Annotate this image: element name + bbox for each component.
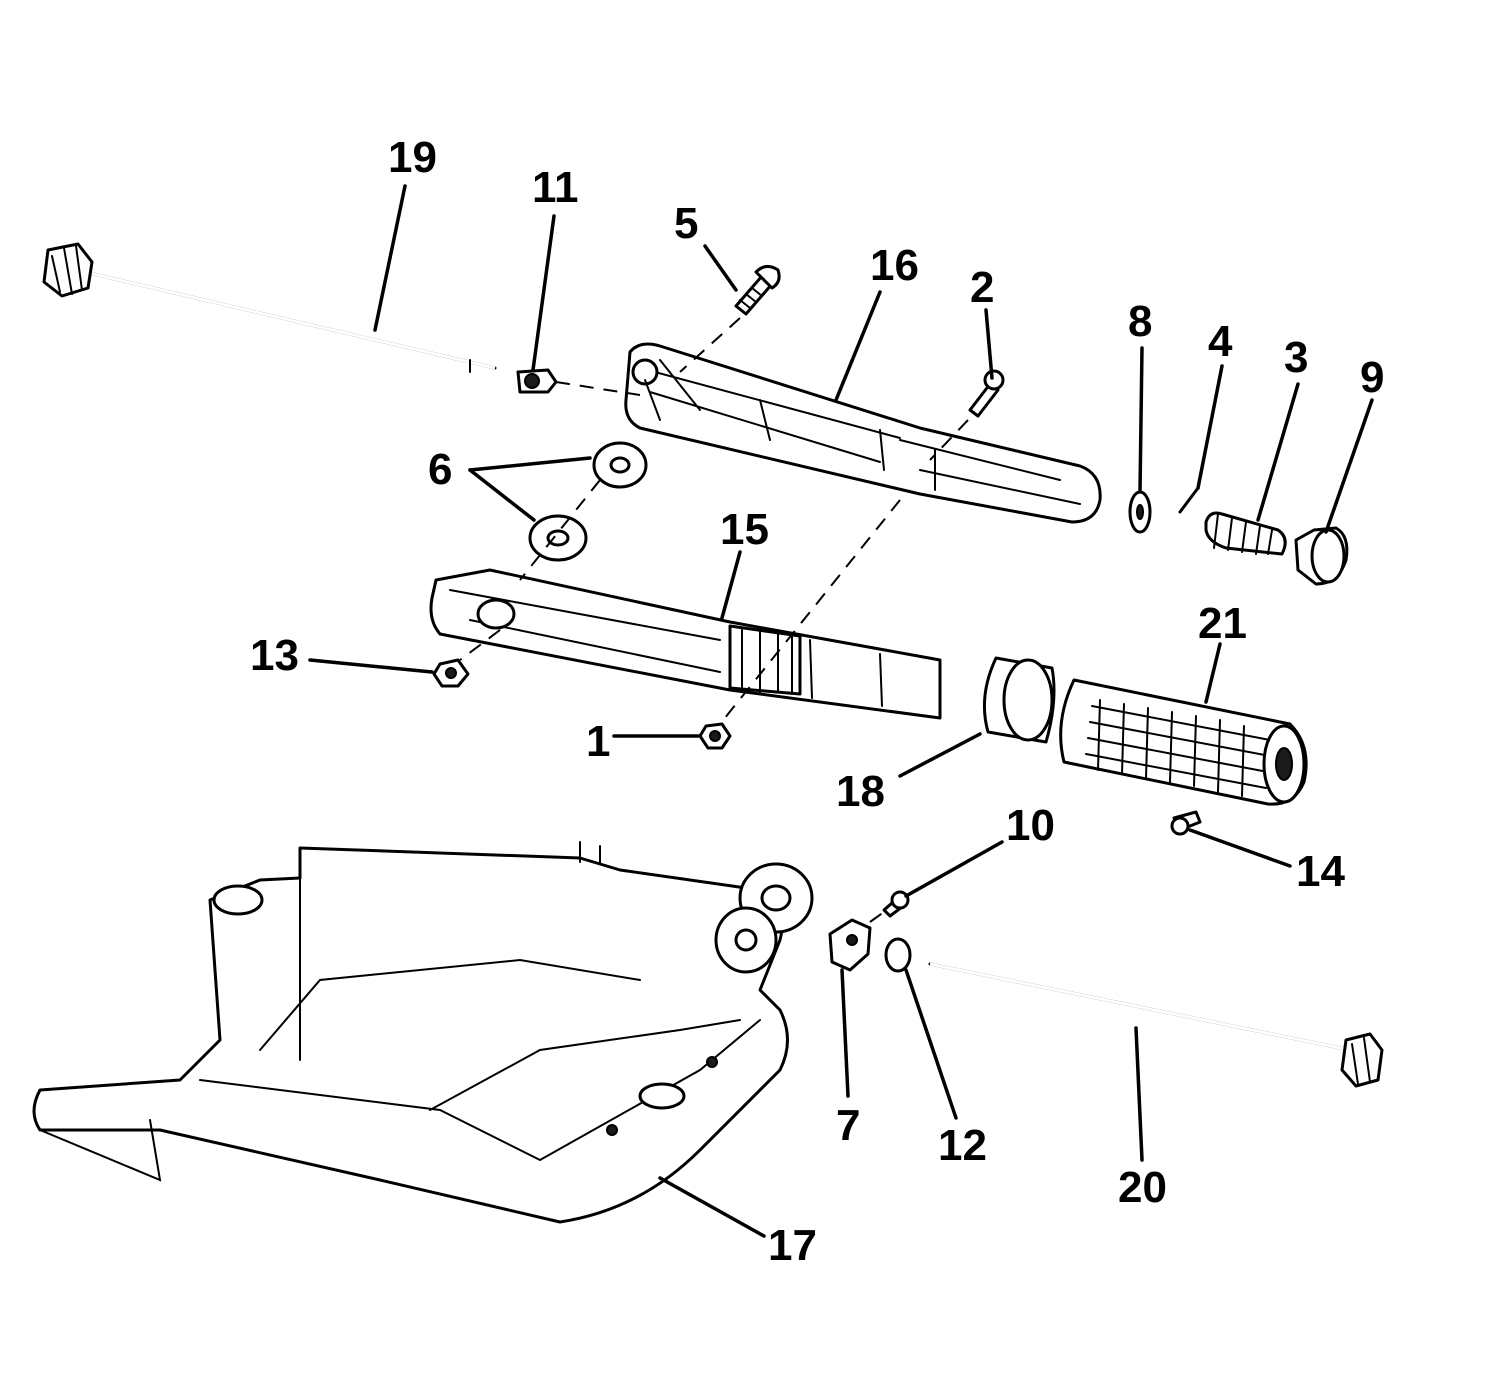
callout-18: 18 (836, 767, 885, 816)
part-11-fitting (516, 368, 558, 394)
callout-4: 4 (1208, 317, 1233, 366)
callout-13: 13 (250, 631, 299, 680)
part-20-lower-rod (928, 962, 1384, 1088)
part-4-pin (1178, 486, 1200, 514)
part-1-nut (698, 722, 732, 750)
callout-6: 6 (428, 445, 452, 494)
callout-15: 15 (720, 505, 769, 554)
callout-10: 10 (1006, 801, 1055, 850)
part-14-screw (1170, 810, 1202, 836)
part-6-washers (528, 441, 648, 562)
callout-labels: 19 11 5 16 2 8 4 3 9 6 15 21 13 1 18 10 … (250, 133, 1384, 1270)
part-10-screw (882, 890, 910, 918)
callout-7: 7 (836, 1101, 860, 1150)
callout-2: 2 (970, 263, 994, 312)
callout-16: 16 (870, 241, 919, 290)
callout-12: 12 (938, 1121, 987, 1170)
callout-3: 3 (1284, 333, 1308, 382)
callout-14: 14 (1296, 847, 1345, 896)
callout-20: 20 (1118, 1163, 1167, 1212)
callout-17: 17 (768, 1221, 817, 1270)
callout-1: 1 (586, 717, 610, 766)
leader-lines (308, 184, 1374, 1238)
part-16-upper-housing (624, 342, 1102, 524)
part-17-swivel-bracket (32, 841, 814, 1224)
part-19-upper-rod (42, 242, 497, 373)
part-15-tiller-arm (429, 568, 942, 720)
part-2-screw (968, 369, 1005, 418)
part-13-nut (432, 658, 470, 688)
callout-21: 21 (1198, 599, 1247, 648)
part-3-spring (1204, 511, 1287, 556)
callout-5: 5 (674, 199, 698, 248)
part-12-washer (884, 937, 912, 973)
part-9-knob (1294, 526, 1349, 586)
callout-11: 11 (532, 163, 579, 212)
part-18-sleeve (982, 656, 1056, 744)
part-7-cam (828, 918, 872, 972)
callout-19: 19 (388, 133, 437, 182)
callout-9: 9 (1360, 353, 1384, 402)
callout-8: 8 (1128, 297, 1152, 346)
assembly-guide-lines (459, 317, 969, 923)
part-5-bolt (734, 265, 781, 316)
part-21-grip (1059, 678, 1308, 806)
part-8-washer (1128, 490, 1152, 534)
